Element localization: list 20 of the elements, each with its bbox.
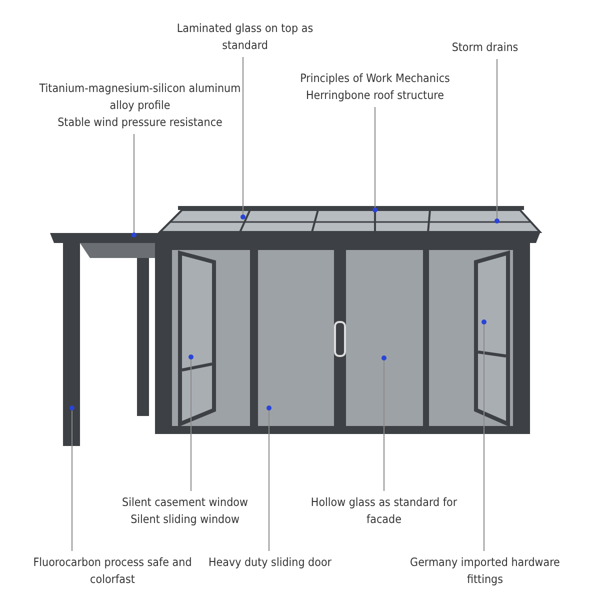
callout-text: Germany imported hardware fittings	[409, 554, 561, 588]
callout-text: Silent sliding window	[130, 511, 240, 528]
leader-line	[266, 406, 272, 552]
callout-text: Heavy duty sliding door	[207, 554, 333, 571]
callout-text: Stable wind pressure resistance	[56, 114, 224, 131]
callout-text: Titanium-magnesium-silicon aluminum alloy profile	[38, 80, 242, 114]
leader-line	[494, 58, 500, 224]
leader-line	[382, 356, 386, 492]
leader-line	[188, 354, 194, 492]
callout-text: Storm drains	[450, 39, 520, 56]
leader-line	[372, 106, 378, 212]
callout-text: Principles of Work Mechanics Herringbone roof structure	[299, 70, 451, 104]
callout-text: Laminated glass on top as standard	[176, 20, 314, 54]
callout-text: Hollow glass as standard for facade	[310, 494, 458, 528]
leader-line	[70, 406, 74, 552]
callout-text: Fluorocarbon process safe and colorfast	[32, 554, 193, 588]
leader-line	[240, 56, 246, 220]
callout-text: Silent casement window	[121, 494, 249, 511]
leader-line	[132, 134, 136, 238]
leader-line	[482, 320, 486, 552]
